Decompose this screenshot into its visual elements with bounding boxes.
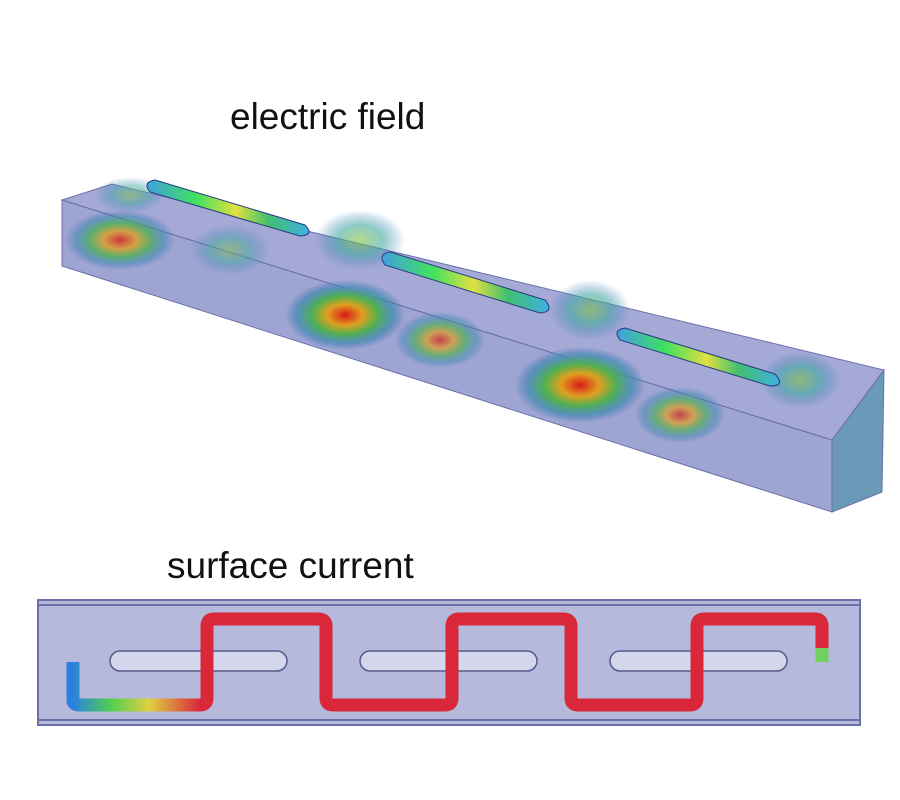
- slot-1: [146, 179, 310, 237]
- slot-2: [381, 251, 550, 314]
- slots: [146, 179, 780, 387]
- field-blob: [550, 280, 630, 340]
- field-blob: [515, 347, 645, 423]
- field-blob: [65, 210, 175, 270]
- plate-slot-1: [109, 650, 288, 672]
- waveguide-3d: [60, 177, 885, 513]
- field-blobs: [65, 177, 840, 443]
- current-low-segment: [66, 662, 200, 712]
- field-blob: [635, 387, 725, 443]
- electric-field-label: electric field: [230, 96, 426, 137]
- planar-view: [37, 599, 861, 726]
- field-blob: [395, 312, 485, 368]
- field-blob: [285, 280, 405, 350]
- box-end-face: [831, 368, 885, 513]
- field-blob: [760, 352, 840, 408]
- slot-3: [616, 327, 780, 387]
- box-top-face: [60, 183, 885, 441]
- surface-current-label: surface current: [167, 545, 414, 586]
- field-blob: [190, 225, 270, 275]
